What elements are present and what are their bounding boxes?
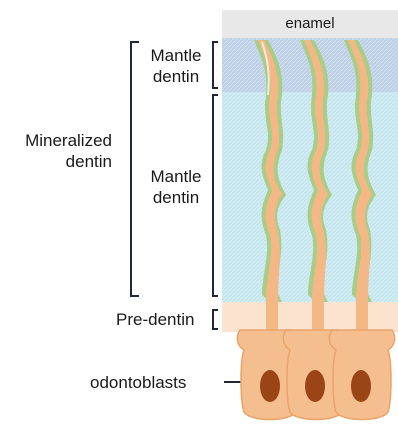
predentin-label: Pre-dentin <box>116 309 194 330</box>
mantle-dentin-mid-label: Mantle dentin <box>136 166 216 208</box>
enamel-label: enamel <box>222 13 398 34</box>
mantle-dentin-top-label: Mantle dentin <box>136 45 216 87</box>
odontoblasts-label: odontoblasts <box>90 372 186 393</box>
nucleus <box>305 370 325 402</box>
mineralized-dentin-label: Mineralized dentin <box>0 130 112 172</box>
predentin-bracket <box>213 310 217 329</box>
nucleus <box>260 370 280 402</box>
nucleus <box>351 370 371 402</box>
